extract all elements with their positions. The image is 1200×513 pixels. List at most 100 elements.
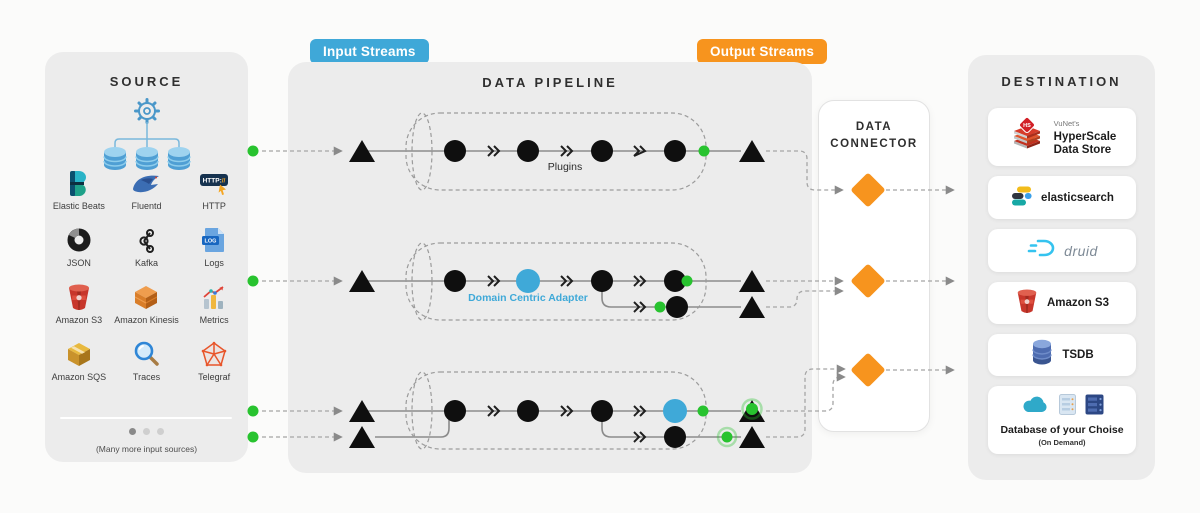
- green-data-dot: [697, 405, 709, 417]
- svg-text:LOG: LOG: [205, 239, 217, 245]
- destination-title: DESTINATION: [1001, 74, 1122, 89]
- plugin-node: [591, 400, 613, 422]
- flow-triangle: [349, 400, 375, 422]
- amazon-s3-icon: [66, 282, 92, 312]
- server-dark-icon: [1085, 394, 1104, 420]
- source-item-label: Telegraf: [198, 372, 231, 382]
- adapter-node: [663, 399, 687, 423]
- database-choice-sub: (On Demand): [1038, 437, 1086, 447]
- green-pulse-ring: [716, 426, 738, 448]
- hyperscale-label-line2: Data Store: [1053, 144, 1112, 156]
- source-item-logs: LOG Logs: [180, 225, 248, 268]
- destination-card-druid: druid: [988, 229, 1136, 272]
- connector-title: DATA CONNECTOR: [830, 121, 918, 150]
- source-footnote: (Many more input sources): [95, 444, 198, 454]
- source-item-label: Amazon SQS: [51, 372, 107, 382]
- pipeline-to-connector-links: [766, 150, 846, 438]
- plugin-node: [664, 270, 686, 292]
- destination-card-tsdb: TSDB: [988, 334, 1136, 376]
- plugin-node: [444, 400, 466, 422]
- logs-icon: LOG: [201, 225, 227, 255]
- destination-card-elasticsearch: elasticsearch: [988, 176, 1136, 219]
- flow-triangle: [349, 270, 375, 292]
- source-item-label: Metrics: [199, 315, 229, 325]
- pipeline-row-1: [349, 112, 765, 191]
- destination-card-amazon-s3: Amazon S3: [988, 282, 1136, 324]
- tsdb-icon: [1030, 339, 1054, 371]
- flow-triangle: [739, 426, 765, 448]
- destination-card-database-choice: Database of your Choise (On Demand): [988, 386, 1136, 454]
- elasticsearch-label: elasticsearch: [1041, 191, 1114, 204]
- elastic-beats-icon: [67, 168, 91, 198]
- source-item-amazon-kinesis: Amazon Kinesis: [113, 282, 181, 325]
- carousel-pagination-dots[interactable]: [45, 428, 248, 435]
- druid-label: druid: [1064, 242, 1098, 259]
- green-data-dot: [247, 275, 259, 287]
- pagination-dot[interactable]: [157, 428, 164, 435]
- adapter-node: [516, 269, 540, 293]
- svg-text:HTTP://: HTTP://: [203, 177, 226, 184]
- source-item-label: HTTP: [202, 201, 226, 211]
- source-item-traces: Traces: [113, 339, 181, 382]
- hub-connector-lines: [114, 122, 180, 150]
- pipeline-row-3: [349, 371, 765, 450]
- plugin-node: [591, 140, 613, 162]
- pagination-dot-active[interactable]: [129, 428, 136, 435]
- flow-triangle: [739, 140, 765, 162]
- gear-icon: [134, 98, 160, 124]
- flow-chevrons: [487, 275, 647, 313]
- amazon-kinesis-icon: [133, 282, 159, 312]
- connector-diamond-1: [851, 173, 885, 207]
- database-choice-label: Database of your Choise: [1000, 423, 1124, 436]
- source-item-amazon-s3: Amazon S3: [45, 282, 113, 325]
- source-item-http: HTTP:// HTTP: [180, 168, 248, 211]
- source-item-label: Kafka: [134, 258, 158, 268]
- plugin-node: [666, 296, 688, 318]
- server-light-icon: [1059, 393, 1076, 420]
- flow-triangle: [349, 426, 375, 448]
- plugins-label: Plugins: [547, 161, 583, 173]
- plugin-node: [444, 140, 466, 162]
- flow-triangle: [349, 140, 375, 162]
- pipeline-title: DATA PIPELINE: [482, 75, 618, 90]
- source-item-label: Amazon Kinesis: [114, 315, 179, 325]
- flow-triangle: [739, 270, 765, 292]
- amazon-s3-label: Amazon S3: [1047, 297, 1109, 309]
- source-hub-icon: [103, 98, 191, 171]
- tsdb-label: TSDB: [1062, 349, 1094, 361]
- source-item-label: Fluentd: [131, 201, 162, 211]
- fluentd-icon: [131, 168, 161, 198]
- kafka-icon: [133, 225, 159, 255]
- source-item-label: Logs: [204, 258, 224, 268]
- json-icon: [66, 225, 92, 255]
- plugin-node: [664, 140, 686, 162]
- green-data-dot: [681, 275, 693, 287]
- source-item-telegraf: Telegraf: [180, 339, 248, 382]
- plugin-node: [591, 270, 613, 292]
- pipeline-cylinder: [405, 242, 707, 321]
- source-item-label: Amazon S3: [55, 315, 103, 325]
- flow-triangle: [739, 296, 765, 318]
- source-to-pipeline-connectors: [247, 145, 343, 443]
- pipeline-row-2: [349, 242, 765, 321]
- hyperscale-brand: VuNet's: [1053, 119, 1080, 128]
- telegraf-icon: [201, 339, 227, 369]
- source-item-label: JSON: [66, 258, 91, 268]
- hyperscale-icon: HS: [1008, 116, 1046, 158]
- flow-chevrons: [487, 405, 647, 443]
- domain-centric-adapter-label: Domain Centric Adapter: [468, 292, 588, 304]
- green-data-dot: [746, 403, 758, 415]
- green-data-dot: [247, 431, 259, 443]
- plugin-node: [664, 426, 686, 448]
- source-item-amazon-sqs: Amazon SQS: [45, 339, 113, 382]
- pagination-dot[interactable]: [143, 428, 150, 435]
- source-item-json: JSON: [45, 225, 113, 268]
- druid-icon: [1026, 236, 1056, 265]
- source-item-label: Traces: [132, 372, 161, 382]
- source-item-elastic-beats: Elastic Beats: [45, 168, 113, 211]
- source-item-kafka: Kafka: [113, 225, 181, 268]
- source-items-grid: Elastic Beats Fluentd HTTP://: [45, 168, 248, 382]
- flow-chevrons: [487, 145, 647, 157]
